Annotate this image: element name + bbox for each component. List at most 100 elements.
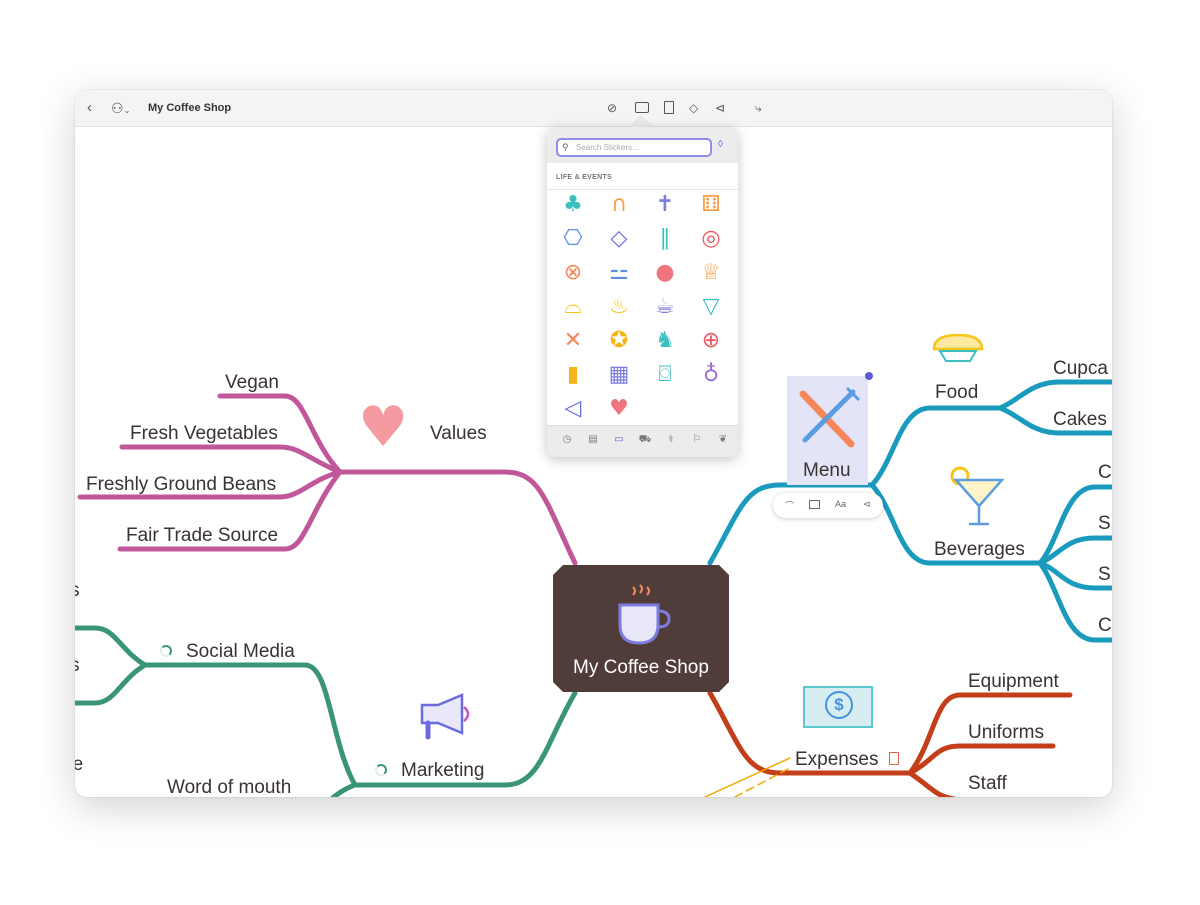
- megaphone-icon: [418, 693, 474, 746]
- menu-branch-lines: [707, 379, 1112, 643]
- node-partial-top[interactable]: s: [75, 580, 80, 602]
- heart-sticker[interactable]: ♥: [609, 396, 629, 421]
- node-fair-trade-source[interactable]: Fair Trade Source: [126, 525, 279, 546]
- node-social-child-2[interactable]: s: [75, 655, 80, 677]
- sticker-icon[interactable]: [635, 102, 649, 113]
- dice-sticker[interactable]: ⚅: [701, 192, 721, 217]
- pie-sticker[interactable]: ⌓: [564, 294, 582, 319]
- task-check-icon[interactable]: ⊘: [607, 101, 618, 115]
- camera-sticker[interactable]: ⌼: [658, 362, 672, 387]
- basketball-sticker[interactable]: ⊗: [563, 260, 583, 285]
- gravestone-sticker[interactable]: ✝: [655, 192, 675, 217]
- heart-icon: ♥: [358, 395, 409, 460]
- tag-icon[interactable]: ◇: [689, 101, 699, 115]
- lipstick-sticker[interactable]: ▮: [566, 362, 580, 387]
- sticker-search-input[interactable]: ⚲ Search Stickers...: [556, 138, 712, 157]
- node-menu-selected[interactable]: Menu: [787, 376, 868, 485]
- progress-icon: [160, 645, 172, 657]
- central-node-label: My Coffee Shop: [573, 657, 709, 678]
- link-back-icon[interactable]: ⊲: [715, 101, 726, 115]
- kite-sticker[interactable]: ◇: [610, 226, 628, 251]
- title-bar: ‹ ⚇⌄ My Coffee Shop ⊘ ◇ ⊲ ⤷: [75, 90, 1112, 127]
- mindmap-icon[interactable]: ⚇⌄: [111, 100, 131, 116]
- coffee-cup-sticker[interactable]: ☕: [655, 294, 675, 319]
- cocktail-icon: [948, 464, 1005, 533]
- document-title: My Coffee Shop: [148, 102, 232, 114]
- node-beverages[interactable]: Beverages: [934, 539, 1025, 560]
- link-icon[interactable]: ⊲: [863, 499, 871, 509]
- note-icon[interactable]: [664, 101, 674, 114]
- trophy-sticker[interactable]: ♕: [701, 260, 721, 285]
- expenses-branch-lines: [707, 690, 1073, 797]
- relationship-icon[interactable]: ⤷: [755, 101, 762, 115]
- birthday-cake-sticker[interactable]: ♨: [609, 294, 629, 319]
- node-freshly-ground-beans[interactable]: Freshly Ground Beans: [86, 474, 277, 495]
- health-icon[interactable]: ⚕: [668, 434, 674, 445]
- knife-fork-sticker[interactable]: ✕: [563, 328, 583, 353]
- border-icon[interactable]: [809, 500, 820, 509]
- node-beverage-1[interactable]: C: [1098, 462, 1112, 483]
- node-mini-toolbar: ⌒ Aa ⊲: [773, 493, 883, 518]
- note-icon[interactable]: [889, 752, 899, 765]
- search-icon: ⚲: [562, 142, 569, 152]
- progress-icon: [375, 764, 387, 776]
- christmas-tree-sticker[interactable]: ♣: [563, 192, 583, 217]
- target-sticker[interactable]: ◎: [701, 226, 721, 251]
- color-drop-icon[interactable]: ◊: [718, 139, 723, 150]
- search-placeholder: Search Stickers...: [576, 143, 639, 152]
- dollar-bill-icon: $: [803, 686, 873, 728]
- node-social-media[interactable]: Social Media: [186, 641, 295, 662]
- sticker-category-tabs: ◷ ▤ ▭ ⛟ ⚕ ⚐ ❦: [547, 425, 738, 457]
- recent-clock-icon[interactable]: ◷: [562, 434, 572, 445]
- node-food[interactable]: Food: [935, 382, 979, 403]
- node-expenses[interactable]: Expenses: [795, 749, 879, 770]
- branch-lines: [75, 379, 1112, 797]
- node-staff[interactable]: Staff: [968, 773, 1007, 794]
- whistle-sticker[interactable]: ●: [655, 260, 675, 285]
- node-values[interactable]: Values: [430, 423, 487, 444]
- node-cupcakes[interactable]: Cupca: [1053, 358, 1108, 379]
- text-style-button[interactable]: Aa: [835, 499, 847, 509]
- section-header: LIFE & EVENTS: [556, 174, 613, 181]
- coffee-cup-icon: [618, 584, 671, 645]
- business-icon[interactable]: ▤: [588, 434, 598, 445]
- node-equipment[interactable]: Equipment: [968, 671, 1059, 692]
- megaphone-sticker[interactable]: ◁: [564, 396, 582, 421]
- horseshoe-sticker[interactable]: ∩: [610, 192, 628, 217]
- gamepad-sticker[interactable]: ⎔: [563, 226, 583, 251]
- skis-sticker[interactable]: ∥: [659, 226, 671, 251]
- node-partial-ee[interactable]: ee: [75, 754, 84, 775]
- node-word-of-mouth[interactable]: Word of mouth: [167, 777, 292, 797]
- selection-handle[interactable]: [865, 372, 873, 380]
- pie-icon: [932, 333, 984, 362]
- node-beverage-4[interactable]: C: [1098, 615, 1112, 636]
- film-sticker[interactable]: ▦: [608, 362, 630, 387]
- marketing-branch-lines: [75, 625, 578, 797]
- cocktail-sticker[interactable]: ▽: [702, 294, 720, 319]
- node-vegan[interactable]: Vegan: [225, 372, 279, 393]
- transport-icon[interactable]: ⛟: [638, 434, 652, 445]
- knife-fork-icon: [799, 386, 861, 448]
- dumbbell-sticker[interactable]: ⚍: [609, 260, 629, 285]
- node-marketing[interactable]: Marketing: [401, 760, 485, 781]
- branch-style-icon[interactable]: ⌒: [785, 501, 795, 511]
- microphone-sticker[interactable]: ♁: [702, 362, 720, 387]
- chevron-left-icon[interactable]: ‹: [87, 99, 92, 116]
- central-node[interactable]: My Coffee Shop: [553, 565, 729, 692]
- mindmap-canvas[interactable]: Vegan Fresh Vegetables Freshly Ground Be…: [75, 90, 1112, 797]
- node-uniforms[interactable]: Uniforms: [968, 722, 1045, 743]
- signpost-icon[interactable]: ⚐: [692, 434, 702, 445]
- divider: [547, 189, 738, 190]
- chess-sticker[interactable]: ♞: [655, 328, 675, 353]
- app-window: Vegan Fresh Vegetables Freshly Ground Be…: [75, 90, 1112, 797]
- node-menu-label: Menu: [803, 460, 851, 481]
- node-beverage-3[interactable]: S: [1098, 564, 1111, 585]
- award-ribbon-sticker[interactable]: ✪: [609, 328, 629, 353]
- lifebuoy-sticker[interactable]: ⊕: [701, 328, 721, 353]
- node-cakes[interactable]: Cakes: [1053, 409, 1107, 430]
- node-fresh-vegetables[interactable]: Fresh Vegetables: [130, 423, 278, 444]
- nature-icon[interactable]: ❦: [718, 434, 728, 445]
- life-events-icon[interactable]: ▭: [614, 434, 624, 445]
- node-beverage-2[interactable]: S: [1098, 513, 1111, 534]
- values-branch-lines: [77, 393, 578, 566]
